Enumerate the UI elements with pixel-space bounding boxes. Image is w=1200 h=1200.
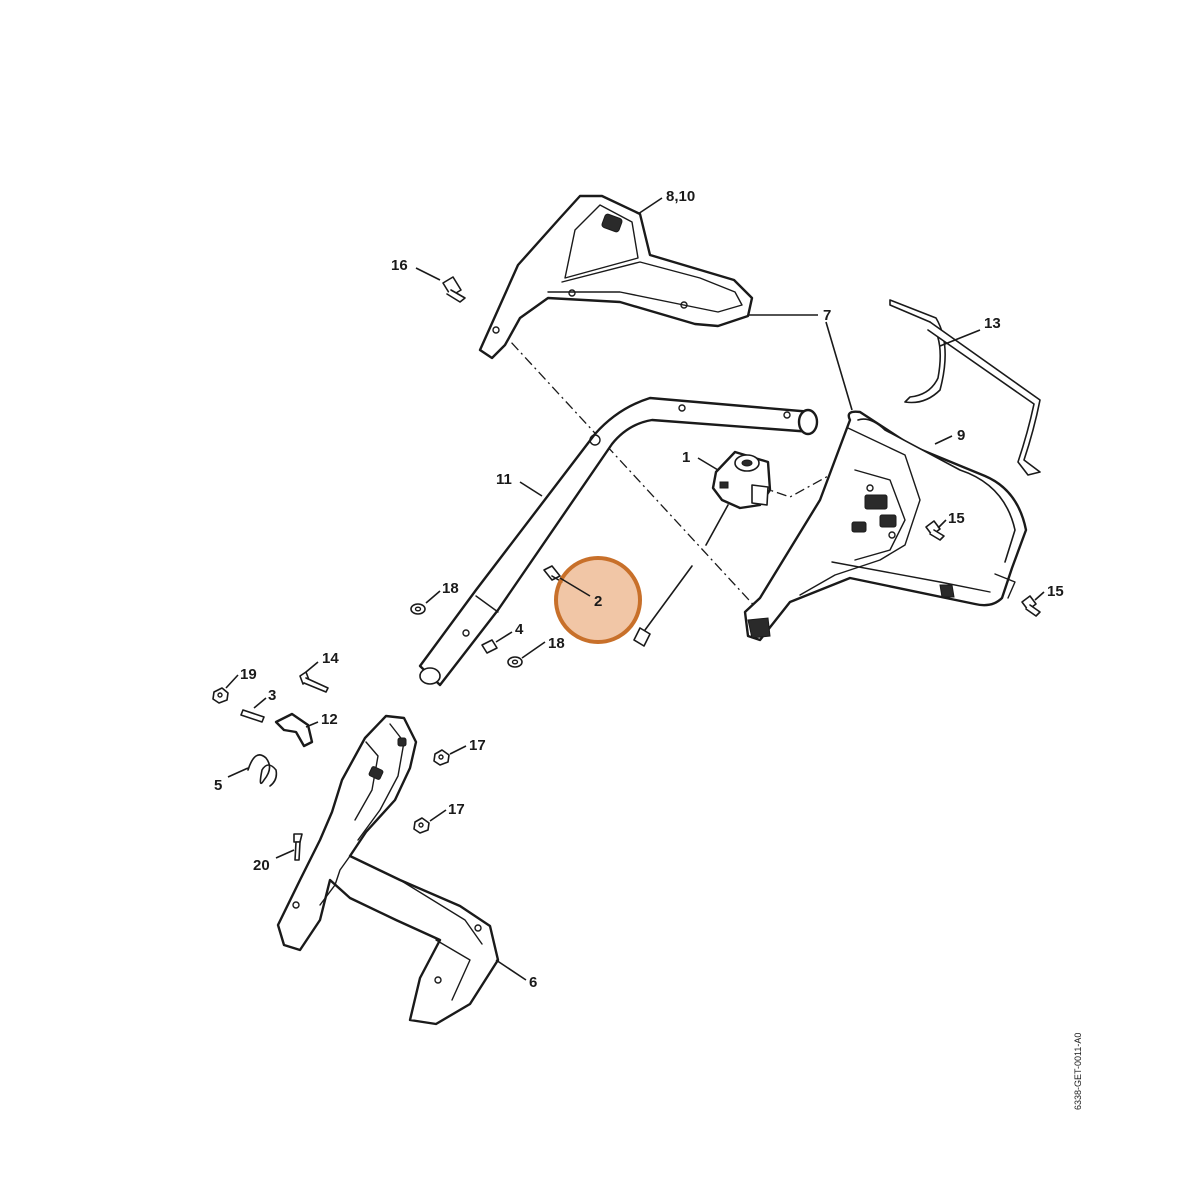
lever-part-12 <box>274 712 314 748</box>
callout-18-upper: 18 <box>442 580 459 597</box>
handle-tube-part <box>418 396 819 687</box>
upper-cover-part <box>478 194 754 360</box>
nut-part-19 <box>212 687 229 704</box>
document-id: 6338-GET-0011-A0 <box>1073 1033 1083 1110</box>
callout-19: 19 <box>240 666 257 683</box>
washer-part-lower <box>507 656 523 668</box>
callout-15-upper: 15 <box>948 510 965 527</box>
bolt-part-20 <box>293 833 303 861</box>
callout-11: 11 <box>496 471 512 488</box>
callout-12: 12 <box>321 711 338 728</box>
callout-16: 16 <box>391 257 408 274</box>
callout-8-10: 8,10 <box>666 188 695 205</box>
bolt-part-14 <box>299 671 329 693</box>
callout-13: 13 <box>984 315 1001 332</box>
callout-18-lower: 18 <box>548 635 565 652</box>
switch-part <box>705 450 772 546</box>
screw-part-upper <box>925 520 945 541</box>
callout-15-lower: 15 <box>1047 583 1064 600</box>
assembly-lines <box>497 327 831 613</box>
callout-20: 20 <box>253 857 270 874</box>
bolt-part <box>442 276 466 303</box>
callout-1: 1 <box>682 449 690 466</box>
callout-5: 5 <box>214 777 222 794</box>
control-housing-part <box>743 410 1028 642</box>
leader-lines <box>225 197 1045 981</box>
callout-labels: 8,10 16 7 13 9 11 1 15 15 2 18 4 18 19 1… <box>214 188 1064 991</box>
callout-6: 6 <box>529 974 537 991</box>
spring-part-5 <box>247 754 278 787</box>
callout-14: 14 <box>322 650 339 667</box>
highlight-circle <box>554 556 642 644</box>
wire-bail-part <box>889 299 1041 476</box>
callout-17-lower: 17 <box>448 801 465 818</box>
callout-2: 2 <box>594 593 602 610</box>
nut-part-17-lower <box>413 817 430 834</box>
callout-9: 9 <box>957 427 965 444</box>
callout-4: 4 <box>515 621 524 638</box>
callout-17-upper: 17 <box>469 737 486 754</box>
callout-7: 7 <box>823 307 831 324</box>
lower-bracket-part <box>276 714 500 1026</box>
pin-part-3 <box>240 709 265 723</box>
nut-part-17-upper <box>433 749 450 766</box>
washer-part-upper <box>410 603 426 615</box>
pin-part <box>481 639 498 654</box>
screw-part-lower <box>1021 595 1041 617</box>
callout-3: 3 <box>268 687 276 704</box>
